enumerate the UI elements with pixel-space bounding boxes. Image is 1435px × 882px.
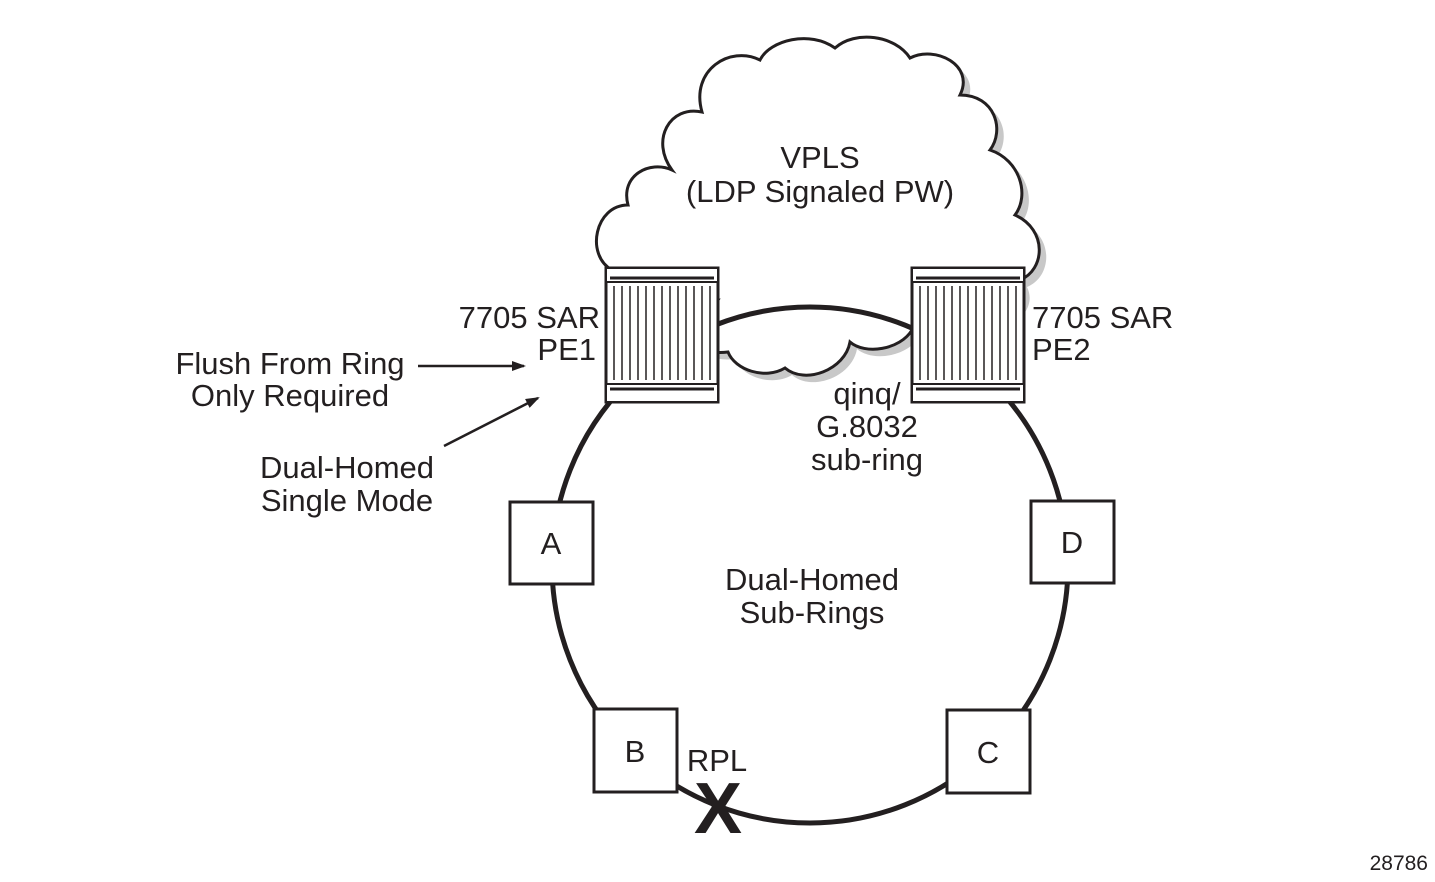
figure-number: 28786	[1370, 852, 1428, 875]
cloud-title: VPLS	[780, 140, 859, 175]
node-b: B	[592, 707, 679, 794]
pe2-label-line1: 7705 SAR	[1032, 300, 1173, 335]
pe1-label-line2: PE1	[537, 332, 596, 367]
ring-label-line1: Dual-Homed	[725, 562, 899, 597]
subring-type-line1: qinq/	[833, 376, 901, 411]
node-a: A	[508, 500, 595, 586]
node-d: D	[1029, 499, 1116, 585]
flush-annotation-line2: Only Required	[191, 378, 389, 413]
dual-homed-mode-line2: Single Mode	[261, 483, 433, 518]
rpl-label: RPL	[687, 743, 747, 778]
node-b-label: B	[625, 734, 646, 769]
subring-type-line3: sub-ring	[811, 442, 923, 477]
node-d-label: D	[1061, 525, 1083, 560]
cloud-subtitle: (LDP Signaled PW)	[686, 174, 954, 209]
rpl-block-mark: X	[694, 769, 742, 849]
node-a-label: A	[541, 526, 562, 561]
pe2-router	[910, 266, 1026, 404]
subring-type-line2: G.8032	[816, 409, 918, 444]
pe1-router	[604, 266, 720, 404]
pe1-label-line1: 7705 SAR	[459, 300, 600, 335]
node-c-label: C	[977, 735, 999, 770]
pe2-label-line2: PE2	[1032, 332, 1091, 367]
dual-homed-mode-line1: Dual-Homed	[260, 450, 434, 485]
dual-homed-arrow	[443, 396, 540, 448]
node-c: C	[945, 708, 1032, 795]
flush-annotation-line1: Flush From Ring	[175, 346, 404, 381]
ring-label-line2: Sub-Rings	[740, 595, 885, 630]
